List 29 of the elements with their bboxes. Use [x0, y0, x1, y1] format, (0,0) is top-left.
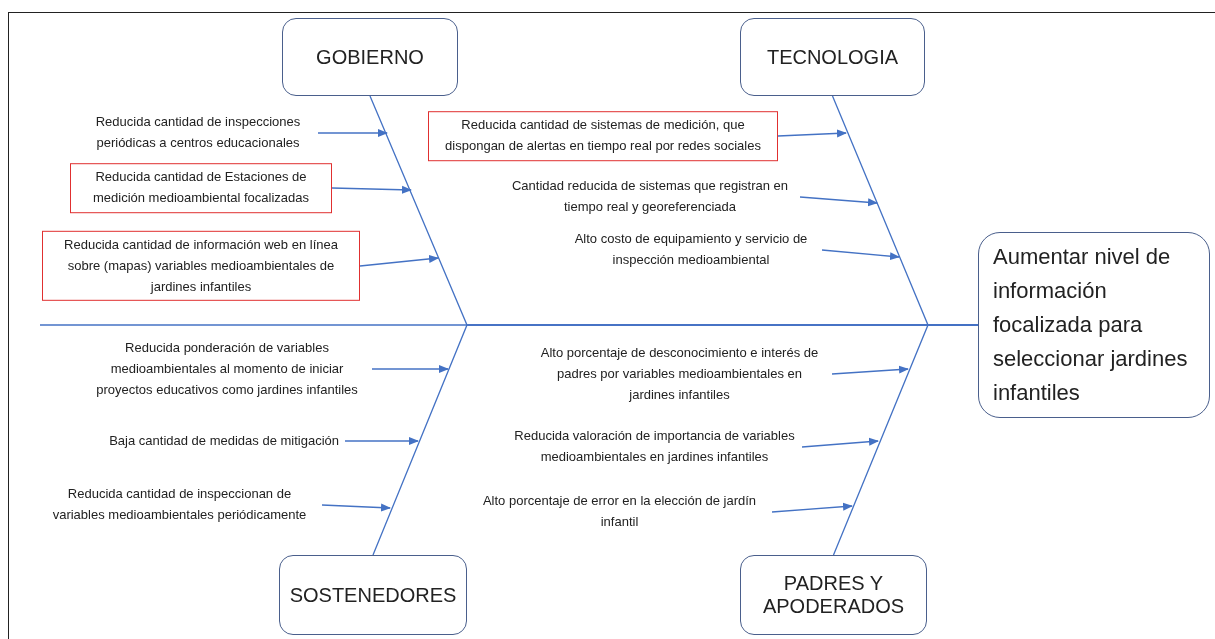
arrow	[777, 129, 847, 138]
cause-text: Reducida cantidad de inspeccionan de variables medioambientales periódicamente	[37, 482, 322, 528]
cause-box: Reducida cantidad de Estaciones de medición medioambiental focalizadas	[70, 163, 332, 213]
cause-text: Reducida ponderación de variables medioambientales al momento de iniciar proyectos educativos como jardines infantiles	[82, 335, 372, 403]
category-box: GOBIERNO	[282, 18, 458, 96]
cause-text: Alto porcentaje de desconocimiento e interés de padres por variables medioambientales en jardines infantiles	[527, 340, 832, 408]
arrow	[344, 437, 419, 445]
cause-text: Reducida cantidad de inspecciones periódicas a centros educacionales	[78, 110, 318, 156]
cause-box: Reducida cantidad de sistemas de medición, que dispongan de alertas en tiempo real por redes sociales	[428, 111, 778, 161]
arrow	[317, 129, 388, 137]
effect-box: Aumentar nivel de información focalizada para seleccionar jardines infantiles	[978, 232, 1210, 418]
arrow	[821, 249, 900, 261]
cause-text: Alto costo de equipamiento y servicio de inspección medioambiental	[560, 227, 822, 273]
arrow	[801, 437, 879, 448]
arrow	[359, 254, 439, 267]
cause-text: Reducida valoración de importancia de variables medioambientales en jardines infantiles	[507, 424, 802, 470]
cause-box: Reducida cantidad de información web en línea sobre (mapas) variables medioambientales de jardines infantiles	[42, 230, 360, 302]
arrow	[371, 365, 449, 373]
category-box: PADRES Y APODERADOS	[740, 555, 927, 635]
arrow	[799, 196, 878, 207]
arrow	[771, 502, 853, 513]
cause-text: Baja cantidad de medidas de mitigación	[103, 428, 345, 454]
arrow	[831, 365, 909, 375]
cause-text: Alto porcentaje de error en la elección de jardín infantil	[467, 489, 772, 535]
category-box: SOSTENEDORES	[279, 555, 467, 635]
arrow	[321, 503, 391, 512]
arrow	[331, 185, 412, 194]
cause-text: Cantidad reducida de sistemas que registran en tiempo real y georeferenciada	[500, 174, 800, 220]
category-box: TECNOLOGIA	[740, 18, 925, 96]
